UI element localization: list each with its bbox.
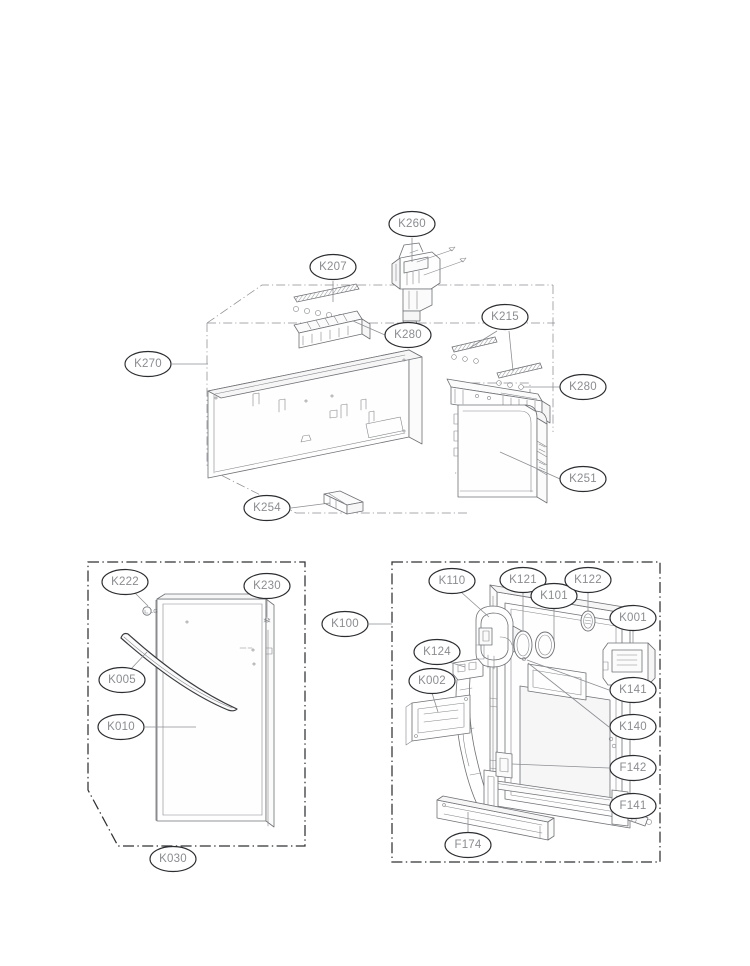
callout-k001[interactable]: K001 [609,604,657,632]
callout-label: F141 [619,800,646,812]
callout-label: K030 [159,853,187,865]
leader-k005 [129,651,148,671]
callout-k230[interactable]: K230 [243,572,291,600]
callout-k002[interactable]: K002 [408,667,456,695]
callout-k110[interactable]: K110 [428,567,476,595]
callout-label: K005 [108,674,136,686]
leader-k215-a [467,330,498,350]
leader-k222 [133,591,149,607]
callout-k280-left[interactable]: K280 [384,321,432,349]
callout-label: K207 [319,261,347,273]
leader-k124 [448,661,466,668]
callout-k251[interactable]: K251 [559,465,607,493]
callout-label: K222 [111,576,139,588]
callout-label: F142 [619,762,646,774]
callout-f174[interactable]: F174 [444,831,492,859]
part-f174-lower-access-rail [436,795,555,841]
leader-k251 [499,451,561,480]
callout-label: K270 [134,358,162,370]
callout-label: K230 [253,580,281,592]
callout-k254[interactable]: K254 [243,494,291,522]
leader-k141 [526,659,610,691]
part-k207-button-strip [293,283,360,303]
part-k010-outer-door-panel [155,593,275,828]
callout-label: K260 [398,218,426,230]
callout-k280-right[interactable]: K280 [559,373,607,401]
leader-k110 [460,591,490,618]
callout-k121[interactable]: K121 [499,566,547,594]
part-k001-vent-assembly [602,642,656,686]
callout-bubbles: K260 K207 K280 K215 K280 K270 K251 K254 [97,210,657,873]
part-k140-k141-fasteners [522,657,617,749]
callout-k207[interactable]: K207 [309,253,357,281]
callout-k101[interactable]: K101 [530,582,578,610]
callout-k122[interactable]: K122 [564,566,612,594]
callout-k010[interactable]: K010 [97,713,145,741]
inner-door-boundary [391,561,661,863]
part-k122-rinse-aid-cap [580,610,596,632]
leader-k280-left [352,320,386,336]
part-k254-bracket [323,490,364,515]
leader-f142 [511,763,610,769]
callout-label: K100 [331,618,359,630]
group-inner-door-assembly [391,561,661,863]
callout-label: K002 [418,675,446,687]
callout-label: K124 [423,646,451,658]
callout-label: K110 [439,575,466,587]
outer-door-boundary [87,561,306,847]
part-k005-door-handle [120,632,238,712]
callout-label: K280 [394,329,422,341]
callout-k030[interactable]: K030 [149,845,197,873]
callout-k005[interactable]: K005 [98,666,146,694]
callout-k124[interactable]: K124 [413,638,461,666]
callout-k222[interactable]: K222 [101,568,149,596]
callout-label: K254 [253,502,281,514]
leader-k140 [527,662,610,728]
part-k002-cover-plate [405,694,471,746]
callout-label: F174 [454,839,481,851]
leader-k254 [290,502,331,509]
callout-k260[interactable]: K260 [388,210,436,238]
callout-k270[interactable]: K270 [124,350,172,378]
callout-k215[interactable]: K215 [481,303,529,331]
callout-label: K101 [540,590,568,602]
part-k121-dispenser-gasket [513,630,533,660]
callout-k100[interactable]: K100 [321,610,369,638]
callout-label: K251 [569,473,597,485]
callout-label: K140 [619,721,647,733]
callout-label: K141 [619,684,647,696]
callout-label: K121 [509,574,537,586]
panel-envelope-diag [206,284,553,324]
callout-label: K001 [619,612,647,624]
group-control-panel-assembly [206,242,555,515]
group-outer-door-assembly: LG [87,561,306,847]
callout-label: K215 [491,311,519,323]
part-f142-door-stop [495,751,513,779]
callout-f141[interactable]: F141 [609,792,657,820]
part-control-bar-left [293,310,371,349]
callout-k140[interactable]: K140 [609,713,657,741]
part-k270-control-panel-front [207,349,423,479]
callout-f142[interactable]: F142 [609,754,657,782]
part-k230-screw [263,617,271,623]
part-k222-logo-badge: LG [142,606,158,616]
callout-k141[interactable]: K141 [609,676,657,704]
lg-wordmark: LG [150,609,157,615]
callout-label: K122 [574,574,602,586]
leader-k215-b [508,330,514,372]
part-k251-display-cover [453,404,548,504]
callout-label: K010 [107,721,135,733]
leader-k002 [431,692,439,713]
part-gasket-ring-secondary [535,631,555,659]
callout-label: K280 [569,381,597,393]
